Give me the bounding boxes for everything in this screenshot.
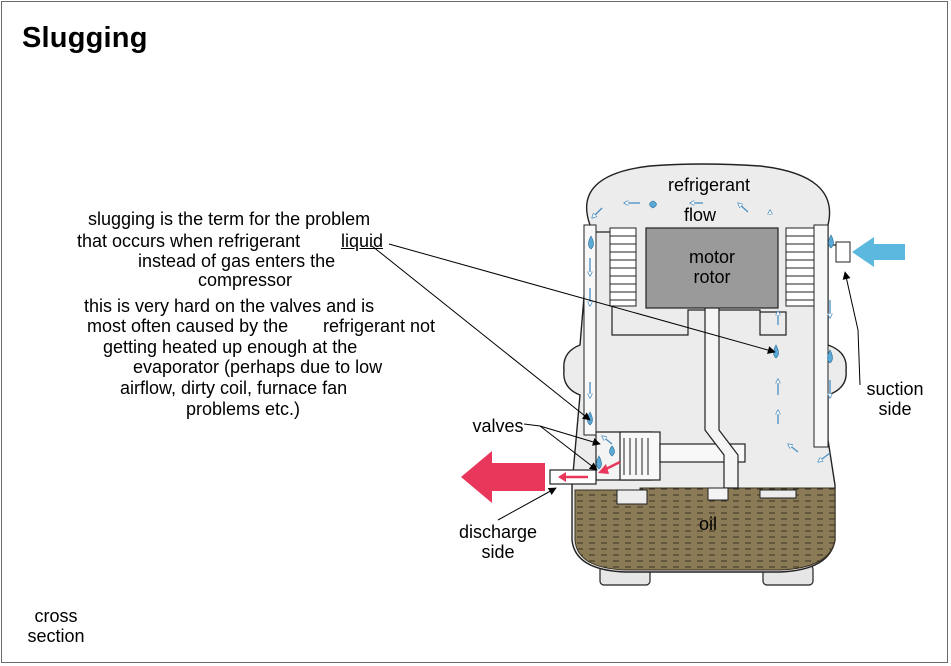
para1-line2a: that occurs when refrigerant	[77, 231, 301, 251]
cylinder	[619, 431, 661, 481]
discharge-tube	[583, 224, 597, 436]
flow-label: flow	[684, 205, 717, 225]
rotor-label: rotor	[693, 267, 730, 287]
suction-arrow	[852, 237, 905, 267]
stator-left	[609, 227, 637, 307]
crankshaft	[704, 305, 739, 489]
suction-column	[813, 224, 829, 448]
oil-sump	[574, 487, 836, 571]
motor-label: motor	[689, 247, 735, 267]
para2-line3: getting heated up enough at the	[103, 337, 358, 357]
suction-label-2: side	[878, 399, 911, 419]
para2-line1: this is very hard on the valves and is	[84, 296, 375, 316]
suction-label-1: suction	[866, 379, 923, 399]
cross-label-1: cross	[34, 606, 77, 626]
para2-line2a: most often caused by the	[87, 316, 289, 336]
page-title: Slugging	[22, 22, 148, 54]
motor-rotor	[645, 227, 779, 309]
cross-label-2: section	[27, 626, 84, 646]
valves-label: valves	[472, 416, 523, 436]
para2-line6: problems etc.)	[186, 399, 301, 419]
para1-line3: instead of gas enters the	[138, 251, 336, 271]
para2-line4: evaporator (perhaps due to low	[133, 357, 383, 377]
flow-arrows	[590, 203, 830, 462]
oil-label: oil	[699, 514, 717, 534]
para2-line5: airflow, dirty coil, furnace fan	[120, 378, 348, 398]
discharge-arrow	[461, 451, 545, 503]
leader-lines	[371, 243, 861, 521]
discharge-label-1: discharge	[459, 522, 537, 542]
stator-right	[785, 227, 815, 307]
refrigerant-label: refrigerant	[668, 175, 750, 195]
discharge-label-2: side	[481, 542, 514, 562]
para1-line4: compressor	[198, 270, 293, 290]
para1-line1: slugging is the term for the problem	[88, 209, 371, 229]
para2-line2b: refrigerant not	[323, 316, 436, 336]
